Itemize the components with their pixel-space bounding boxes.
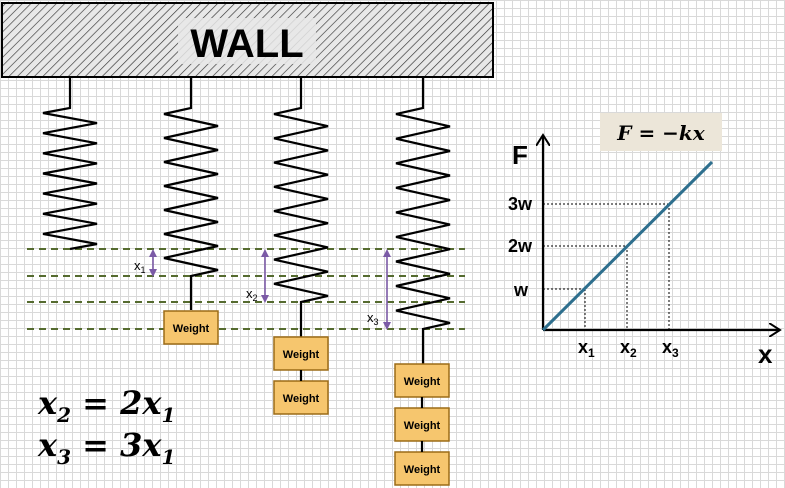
reference-lines [543, 203, 670, 330]
y-tick-w: w [513, 280, 529, 300]
y-tick-2w: 2w [508, 236, 533, 256]
spring-3 [273, 77, 329, 337]
spring-2 [163, 77, 219, 310]
weight-block: Weight [394, 363, 450, 398]
y-axis-label: F [512, 140, 528, 170]
x-tick-x3: x3 [662, 337, 679, 360]
weight-label: Weight [404, 376, 441, 388]
equations: x2 = 2x1 x3 = 3x1 [37, 384, 175, 469]
weight-label: Weight [283, 393, 320, 405]
weight-label: Weight [283, 349, 320, 361]
spring-1 [42, 77, 98, 251]
displacement-labels: x1 x2 x3 [134, 258, 379, 327]
weight-block: Weight [394, 451, 450, 486]
x-tick-x2: x2 [620, 337, 637, 360]
y-tick-3w: 3w [508, 194, 533, 214]
spring-4 [395, 77, 451, 364]
law-box [600, 113, 722, 151]
wall-label: WALL [190, 22, 303, 66]
weight-block: Weight [394, 407, 450, 442]
weight-label: Weight [173, 323, 210, 335]
displacement-arrows [149, 249, 391, 330]
springs [42, 77, 451, 364]
weight-label: Weight [404, 464, 441, 476]
hookes-law: F = −kx [616, 121, 705, 145]
weight-label: Weight [404, 420, 441, 432]
label-x1: x1 [134, 258, 146, 275]
wall: WALL [1, 2, 494, 78]
force-graph: F = −kx F x w 2w 3w x1 x2 x3 [508, 113, 779, 369]
weight-block: Weight [163, 310, 219, 345]
force-line [541, 160, 714, 332]
equation-x2: x2 = 2x1 [37, 384, 175, 427]
weight-block: Weight [273, 336, 329, 371]
label-x3: x3 [367, 310, 379, 327]
guide-lines [27, 248, 465, 330]
x-axis-label: x [758, 339, 773, 369]
x-tick-x1: x1 [578, 337, 595, 360]
equation-x3: x3 = 3x1 [37, 426, 175, 469]
weight-block: Weight [273, 380, 329, 415]
label-x2: x2 [246, 286, 258, 303]
